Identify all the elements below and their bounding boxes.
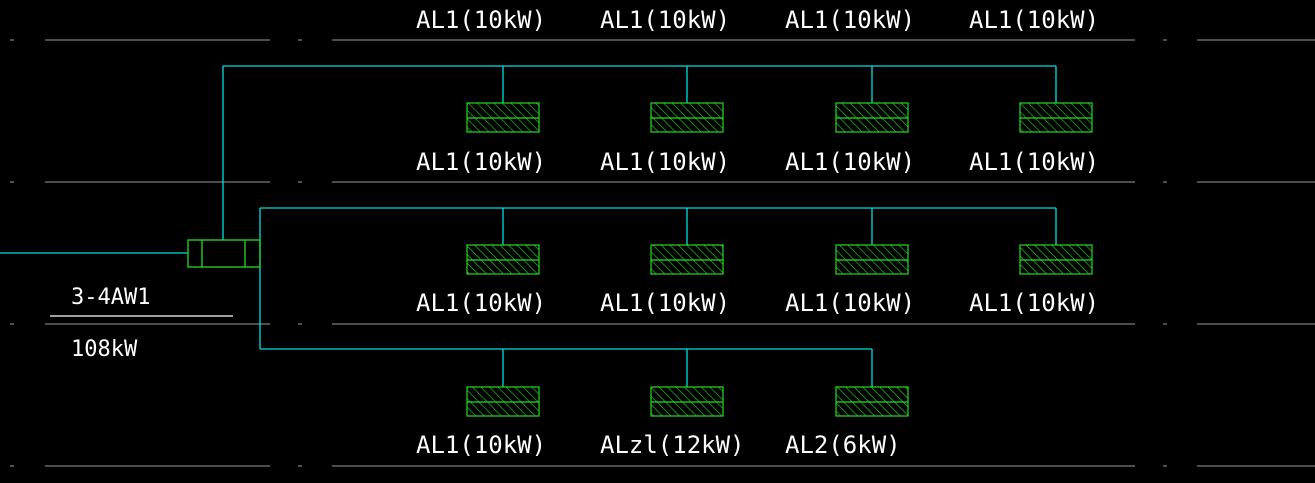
load-panel-r1-l1: AL1(10kW)	[416, 66, 546, 176]
load-label: ALzl(12kW)	[600, 431, 745, 459]
top-load-labels: AL1(10kW) AL1(10kW) AL1(10kW) AL1(10kW)	[416, 6, 1099, 34]
load-row-1: AL1(10kW) AL1(10kW) AL1(10kW) AL1(10kW)	[223, 65, 1099, 176]
top-load-label: AL1(10kW)	[969, 6, 1099, 34]
distribution-board	[187, 239, 261, 268]
load-row-3: AL1(10kW) ALzl(12kW) AL2(6kW)	[260, 348, 909, 459]
top-load-label: AL1(10kW)	[785, 6, 915, 34]
load-label: AL1(10kW)	[969, 289, 1099, 317]
source-annotation: 3-4AW1 108kW	[50, 285, 233, 362]
load-panel-r3-l1: AL1(10kW)	[416, 349, 546, 459]
load-panel-r2-l1: AL1(10kW)	[416, 208, 546, 317]
load-label: AL1(10kW)	[785, 148, 915, 176]
load-panel-r3-l2: ALzl(12kW)	[600, 349, 745, 459]
load-label: AL1(10kW)	[416, 148, 546, 176]
load-label: AL1(10kW)	[969, 148, 1099, 176]
source-name: 3-4AW1	[71, 285, 150, 310]
load-label: AL1(10kW)	[600, 289, 730, 317]
load-panel-r2-l2: AL1(10kW)	[600, 208, 730, 317]
load-label: AL1(10kW)	[416, 431, 546, 459]
floor-guide-lines	[10, 39, 1315, 467]
load-panel-r1-l3: AL1(10kW)	[785, 66, 915, 176]
top-load-label: AL1(10kW)	[600, 6, 730, 34]
load-panel-r1-l4: AL1(10kW)	[969, 66, 1099, 176]
load-panel-r3-l3: AL2(6kW)	[785, 349, 909, 459]
load-label: AL2(6kW)	[785, 431, 901, 459]
load-row-2: AL1(10kW) AL1(10kW) AL1(10kW) AL1(10kW)	[260, 207, 1099, 317]
load-panel-r2-l3: AL1(10kW)	[785, 208, 915, 317]
source-power: 108kW	[71, 337, 138, 362]
load-panel-r2-l4: AL1(10kW)	[969, 208, 1099, 317]
top-load-label: AL1(10kW)	[416, 6, 546, 34]
load-rows: AL1(10kW)AL1(10kW)AL1(10kW)AL1(10kW)AL1(…	[223, 65, 1099, 459]
load-label: AL1(10kW)	[416, 289, 546, 317]
load-panel-r1-l2: AL1(10kW)	[600, 66, 730, 176]
feeder-wires	[0, 66, 261, 349]
load-label: AL1(10kW)	[785, 289, 915, 317]
load-label: AL1(10kW)	[600, 148, 730, 176]
